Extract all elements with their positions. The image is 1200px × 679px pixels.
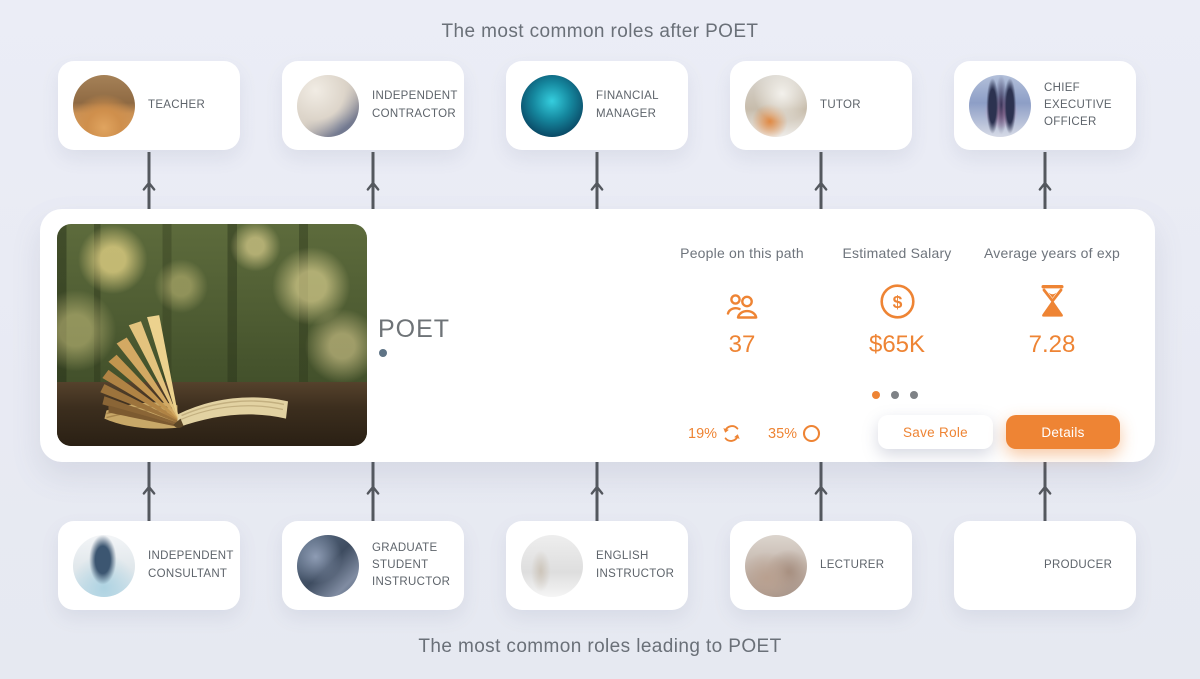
connector-arrow-up bbox=[1037, 461, 1053, 528]
stat-value: 37 bbox=[728, 331, 756, 358]
stat-value: 7.28 bbox=[1028, 331, 1076, 358]
museum-avatar bbox=[73, 74, 135, 137]
stat-people-on-this-path: People on this path 37 bbox=[657, 245, 827, 359]
role-card-english-instructor[interactable]: ENGLISH INSTRUCTOR bbox=[506, 521, 688, 610]
silhouettes-avatar bbox=[969, 74, 1031, 137]
connector-arrow-up bbox=[365, 461, 381, 528]
poet-book-image bbox=[57, 224, 367, 446]
role-card-label: TUTOR bbox=[820, 98, 861, 111]
role-card-graduate-student-instructor[interactable]: GRADUATE STUDENT INSTRUCTOR bbox=[282, 521, 464, 610]
connector-arrow-up bbox=[1037, 152, 1053, 216]
role-card-label: TEACHER bbox=[148, 98, 206, 111]
carousel-dot-2[interactable] bbox=[891, 391, 899, 399]
role-title: POET bbox=[378, 315, 451, 343]
connector-arrow-up bbox=[813, 461, 829, 528]
carousel-dot-3[interactable] bbox=[910, 391, 918, 399]
roles-after-title: The most common roles after POET bbox=[441, 21, 759, 42]
stat-label: Estimated Salary bbox=[842, 245, 952, 261]
audience-avatar bbox=[745, 534, 807, 597]
carousel-dot-1[interactable] bbox=[872, 391, 880, 399]
svg-text:$: $ bbox=[892, 292, 902, 312]
role-card-financial-manager[interactable]: FINANCIAL MANAGER bbox=[506, 61, 688, 150]
connector-arrow-up bbox=[589, 152, 605, 216]
seminar-avatar bbox=[297, 534, 359, 597]
connector-arrow-up bbox=[813, 152, 829, 216]
stat-value: $65K bbox=[868, 331, 926, 358]
studio-avatar bbox=[969, 535, 1031, 597]
role-card-label: INDEPENDENT CONTRACTOR bbox=[372, 90, 458, 120]
people-icon bbox=[725, 282, 759, 320]
metric-value: 35% bbox=[768, 425, 798, 442]
connector-arrow-up bbox=[365, 152, 381, 216]
whiteboard-avatar bbox=[521, 534, 583, 597]
role-card-label: PRODUCER bbox=[1044, 558, 1113, 571]
refresh-icon bbox=[722, 424, 741, 443]
connector-arrow-up bbox=[141, 152, 157, 216]
stat-average-years-of-exp: Average years of exp 7.28 bbox=[967, 245, 1137, 359]
handshake-avatar bbox=[297, 74, 359, 137]
carousel-dots bbox=[872, 391, 918, 399]
open-book-illustration bbox=[99, 315, 288, 429]
role-metrics: 19% 35% bbox=[688, 424, 821, 443]
role-card-label: ENGLISH INSTRUCTOR bbox=[596, 550, 675, 580]
connector-arrow-up bbox=[141, 461, 157, 528]
role-card-label: LECTURER bbox=[820, 558, 885, 571]
save-role-button[interactable]: Save Role bbox=[878, 415, 993, 449]
circle-outline-icon bbox=[802, 424, 821, 443]
stat-label: Average years of exp bbox=[983, 245, 1121, 261]
role-status-dot bbox=[379, 349, 387, 357]
role-card-label: GRADUATE STUDENT INSTRUCTOR bbox=[372, 541, 451, 589]
details-button[interactable]: Details bbox=[1006, 415, 1120, 449]
stat-label: People on this path bbox=[680, 245, 804, 261]
role-card-producer[interactable]: PRODUCER bbox=[954, 521, 1136, 610]
role-card-independent-consultant[interactable]: INDEPENDENT CONSULTANT bbox=[58, 521, 240, 610]
metric-value: 19% bbox=[688, 425, 718, 442]
metric-circle-outline-icon: 35% bbox=[768, 424, 821, 443]
role-card-tutor[interactable]: TUTOR bbox=[730, 61, 912, 150]
role-card-chief-executive-officer[interactable]: CHIEF EXECUTIVE OFFICER bbox=[954, 61, 1136, 150]
consultant-avatar bbox=[73, 534, 135, 597]
role-card-teacher[interactable]: TEACHER bbox=[58, 61, 240, 150]
role-card-label: FINANCIAL MANAGER bbox=[596, 90, 659, 120]
metric-refresh-icon: 19% bbox=[688, 424, 741, 443]
role-card-lecturer[interactable]: LECTURER bbox=[730, 521, 912, 610]
poet-role-card: POET People on this path 37 Estimated Sala… bbox=[40, 209, 1155, 462]
circuit-avatar bbox=[521, 74, 583, 137]
classroom-avatar bbox=[745, 74, 807, 137]
dollar-circle-icon: $ bbox=[879, 282, 916, 320]
role-card-label: INDEPENDENT CONSULTANT bbox=[148, 550, 234, 580]
roles-before-title: The most common roles leading to POET bbox=[418, 636, 782, 657]
role-card-label: CHIEF EXECUTIVE OFFICER bbox=[1044, 81, 1112, 129]
stat-estimated-salary: Estimated Salary $ $65K bbox=[812, 245, 982, 359]
connector-arrow-up bbox=[589, 461, 605, 528]
hourglass-icon bbox=[1038, 282, 1067, 320]
role-card-independent-contractor[interactable]: INDEPENDENT CONTRACTOR bbox=[282, 61, 464, 150]
